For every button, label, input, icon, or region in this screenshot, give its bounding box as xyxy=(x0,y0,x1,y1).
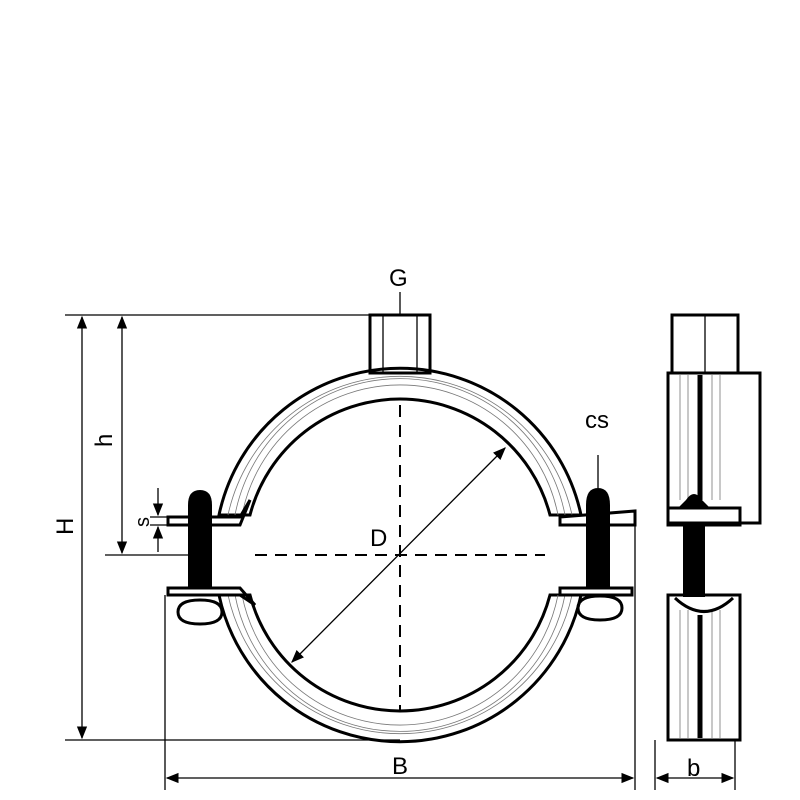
label-s: s xyxy=(132,517,154,527)
left-screw-assembly xyxy=(166,490,257,626)
label-H: H xyxy=(52,518,79,535)
label-h: h xyxy=(91,434,118,447)
right-screw-assembly xyxy=(558,455,637,622)
side-view xyxy=(666,313,762,742)
label-B: B xyxy=(392,753,408,780)
threaded-nut xyxy=(368,292,432,375)
label-cs: cs xyxy=(585,407,609,434)
label-G: G xyxy=(389,265,408,292)
label-D: D xyxy=(370,525,387,552)
diameter-dimension xyxy=(291,447,506,663)
label-b: b xyxy=(687,755,700,782)
upper-clamp-band xyxy=(217,366,583,517)
